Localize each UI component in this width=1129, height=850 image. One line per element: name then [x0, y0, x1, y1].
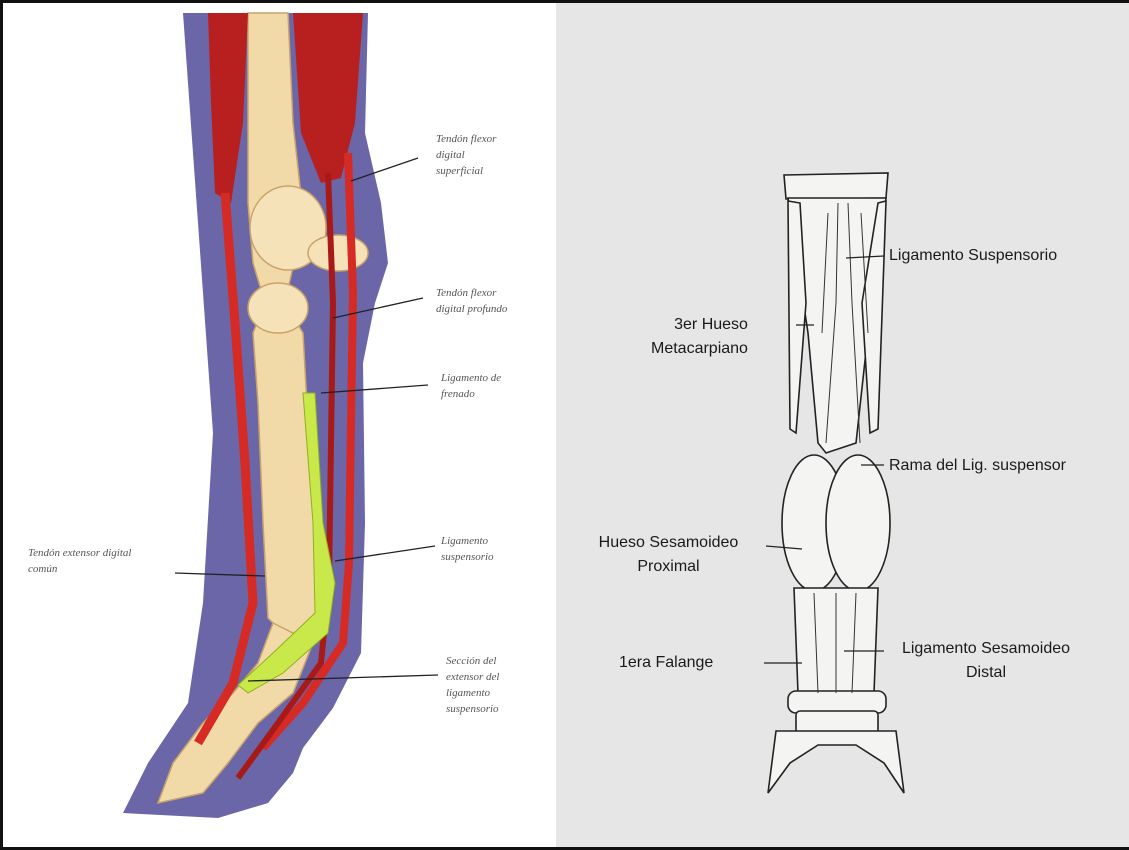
carpal-bone	[248, 283, 308, 333]
label-seccion-extensor: Sección del extensor del ligamento suspe…	[446, 653, 499, 717]
label-rama-lig: Rama del Lig. suspensor	[889, 454, 1066, 478]
leg-illustration-panel: Tendón flexor digital superficial Tendón…	[3, 3, 556, 850]
line-drawing-panel: Ligamento Suspensorio 3er Hueso Metacarp…	[556, 3, 1129, 850]
sesamoid-bone	[308, 235, 368, 271]
label-hueso-sesamoideo: Hueso Sesamoideo Proximal	[576, 531, 761, 579]
label-ligamento-frenado: Ligamento de frenado	[441, 370, 501, 402]
coffin-bone	[768, 731, 904, 793]
pastern-joint	[788, 691, 886, 713]
label-extensor-digital: Tendón extensor digital común	[28, 545, 131, 577]
label-ligamento-suspensorio-right: Ligamento Suspensorio	[889, 244, 1057, 268]
label-primera-falange: 1era Falange	[619, 651, 713, 675]
label-ligamento-sesamoideo: Ligamento Sesamoideo Distal	[886, 637, 1086, 685]
label-ligamento-suspensorio: Ligamento suspensorio	[441, 533, 494, 565]
label-flexor-profundo: Tendón flexor digital profundo	[436, 285, 507, 317]
line-drawing	[556, 3, 1129, 850]
label-hueso-metacarpiano: 3er Hueso Metacarpiano	[651, 313, 748, 361]
sesamoid-right	[826, 455, 890, 591]
cannon-top	[784, 173, 888, 199]
label-flexor-superficial: Tendón flexor digital superficial	[436, 131, 496, 179]
